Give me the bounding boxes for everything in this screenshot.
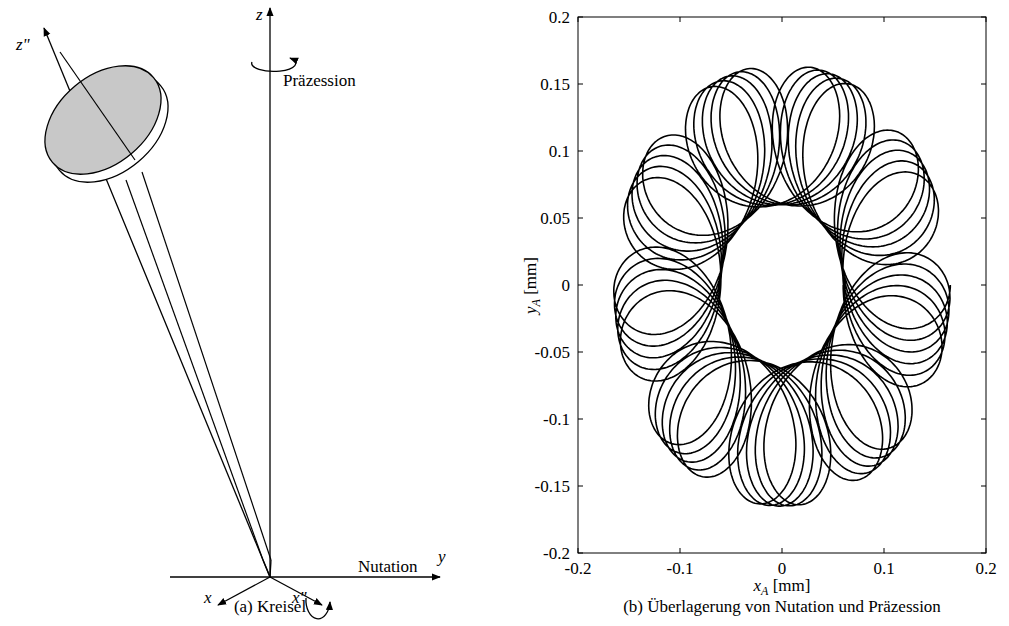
axis-tick: [981, 553, 986, 554]
axis-unit: [mm]: [773, 576, 811, 595]
axis-tick: [578, 419, 583, 420]
axis-label: xA [mm]: [754, 577, 811, 594]
y-axis: [170, 576, 440, 577]
disk-front: [24, 44, 182, 196]
motion-label: Nutation: [358, 558, 418, 575]
axis-symbol: y: [520, 306, 539, 314]
z-axis: [269, 8, 270, 577]
axis-tick: [986, 548, 987, 553]
motion-label: Präzession: [283, 72, 356, 89]
axis-tick: [578, 548, 579, 553]
shaft-line: [126, 180, 263, 560]
axis-tick: [578, 352, 583, 353]
axis-symbol: x: [754, 576, 762, 595]
axis-tick: [986, 17, 987, 22]
axis-tick: [884, 548, 885, 553]
axis-tick: [782, 548, 783, 553]
axis-tick: [981, 151, 986, 152]
axis-subscript: A: [528, 299, 542, 306]
tick-label: -0.2: [543, 545, 570, 562]
plot-area: [578, 17, 986, 553]
tick-label: 0.2: [975, 560, 996, 577]
axis-tick: [981, 419, 986, 420]
axis-tick: [782, 17, 783, 22]
tick-label: -0.1: [543, 411, 570, 428]
axis-tick: [578, 151, 583, 152]
axis-name: z": [16, 36, 30, 53]
shaft-line: [142, 172, 271, 560]
axis-tick: [578, 17, 579, 22]
tick-label: 0.15: [540, 76, 570, 93]
axis-tick: [578, 553, 583, 554]
axis-tick: [578, 486, 583, 487]
tick-label: 0: [562, 277, 571, 294]
rosette-curve: [614, 67, 951, 506]
axis-name: z: [256, 6, 263, 23]
tick-label: 0.05: [540, 210, 570, 227]
caption: (a) Kreisel: [234, 598, 306, 615]
axis-tick: [578, 218, 583, 219]
tick-label: -0.15: [535, 478, 570, 495]
axis-unit: [mm]: [520, 257, 539, 295]
shaft-tip: [263, 560, 270, 577]
axis-subscript: A: [761, 584, 768, 598]
tick-label: -0.1: [667, 560, 694, 577]
tick-label: 0.2: [549, 9, 570, 26]
caption: (b) Überlagerung von Nutation und Präzes…: [623, 598, 941, 615]
tick-label: -0.05: [535, 344, 570, 361]
precession-arrow: [252, 58, 296, 71]
shaft-tip: [270, 560, 271, 577]
nutation-arrow: [306, 598, 330, 619]
axis-tick: [981, 84, 986, 85]
axis-tick: [981, 285, 986, 286]
axis-tick: [578, 285, 583, 286]
axis-tick: [578, 17, 583, 18]
tick-label: 0: [778, 560, 787, 577]
z2-axis-over-disk: [60, 52, 135, 160]
tick-label: -0.2: [565, 560, 592, 577]
tick-label: 0.1: [549, 143, 570, 160]
axis-tick: [981, 352, 986, 353]
axis-tick: [884, 17, 885, 22]
axis-tick: [680, 548, 681, 553]
axis-name: x: [204, 589, 212, 606]
plot-frame: [578, 17, 986, 553]
axis-name: y: [438, 548, 446, 565]
axis-tick: [981, 486, 986, 487]
axis-tick: [981, 17, 986, 18]
tick-label: 0.1: [873, 560, 894, 577]
axis-tick: [680, 17, 681, 22]
axis-tick: [578, 84, 583, 85]
axis-label: yA [mm]: [521, 257, 538, 314]
axis-tick: [981, 218, 986, 219]
